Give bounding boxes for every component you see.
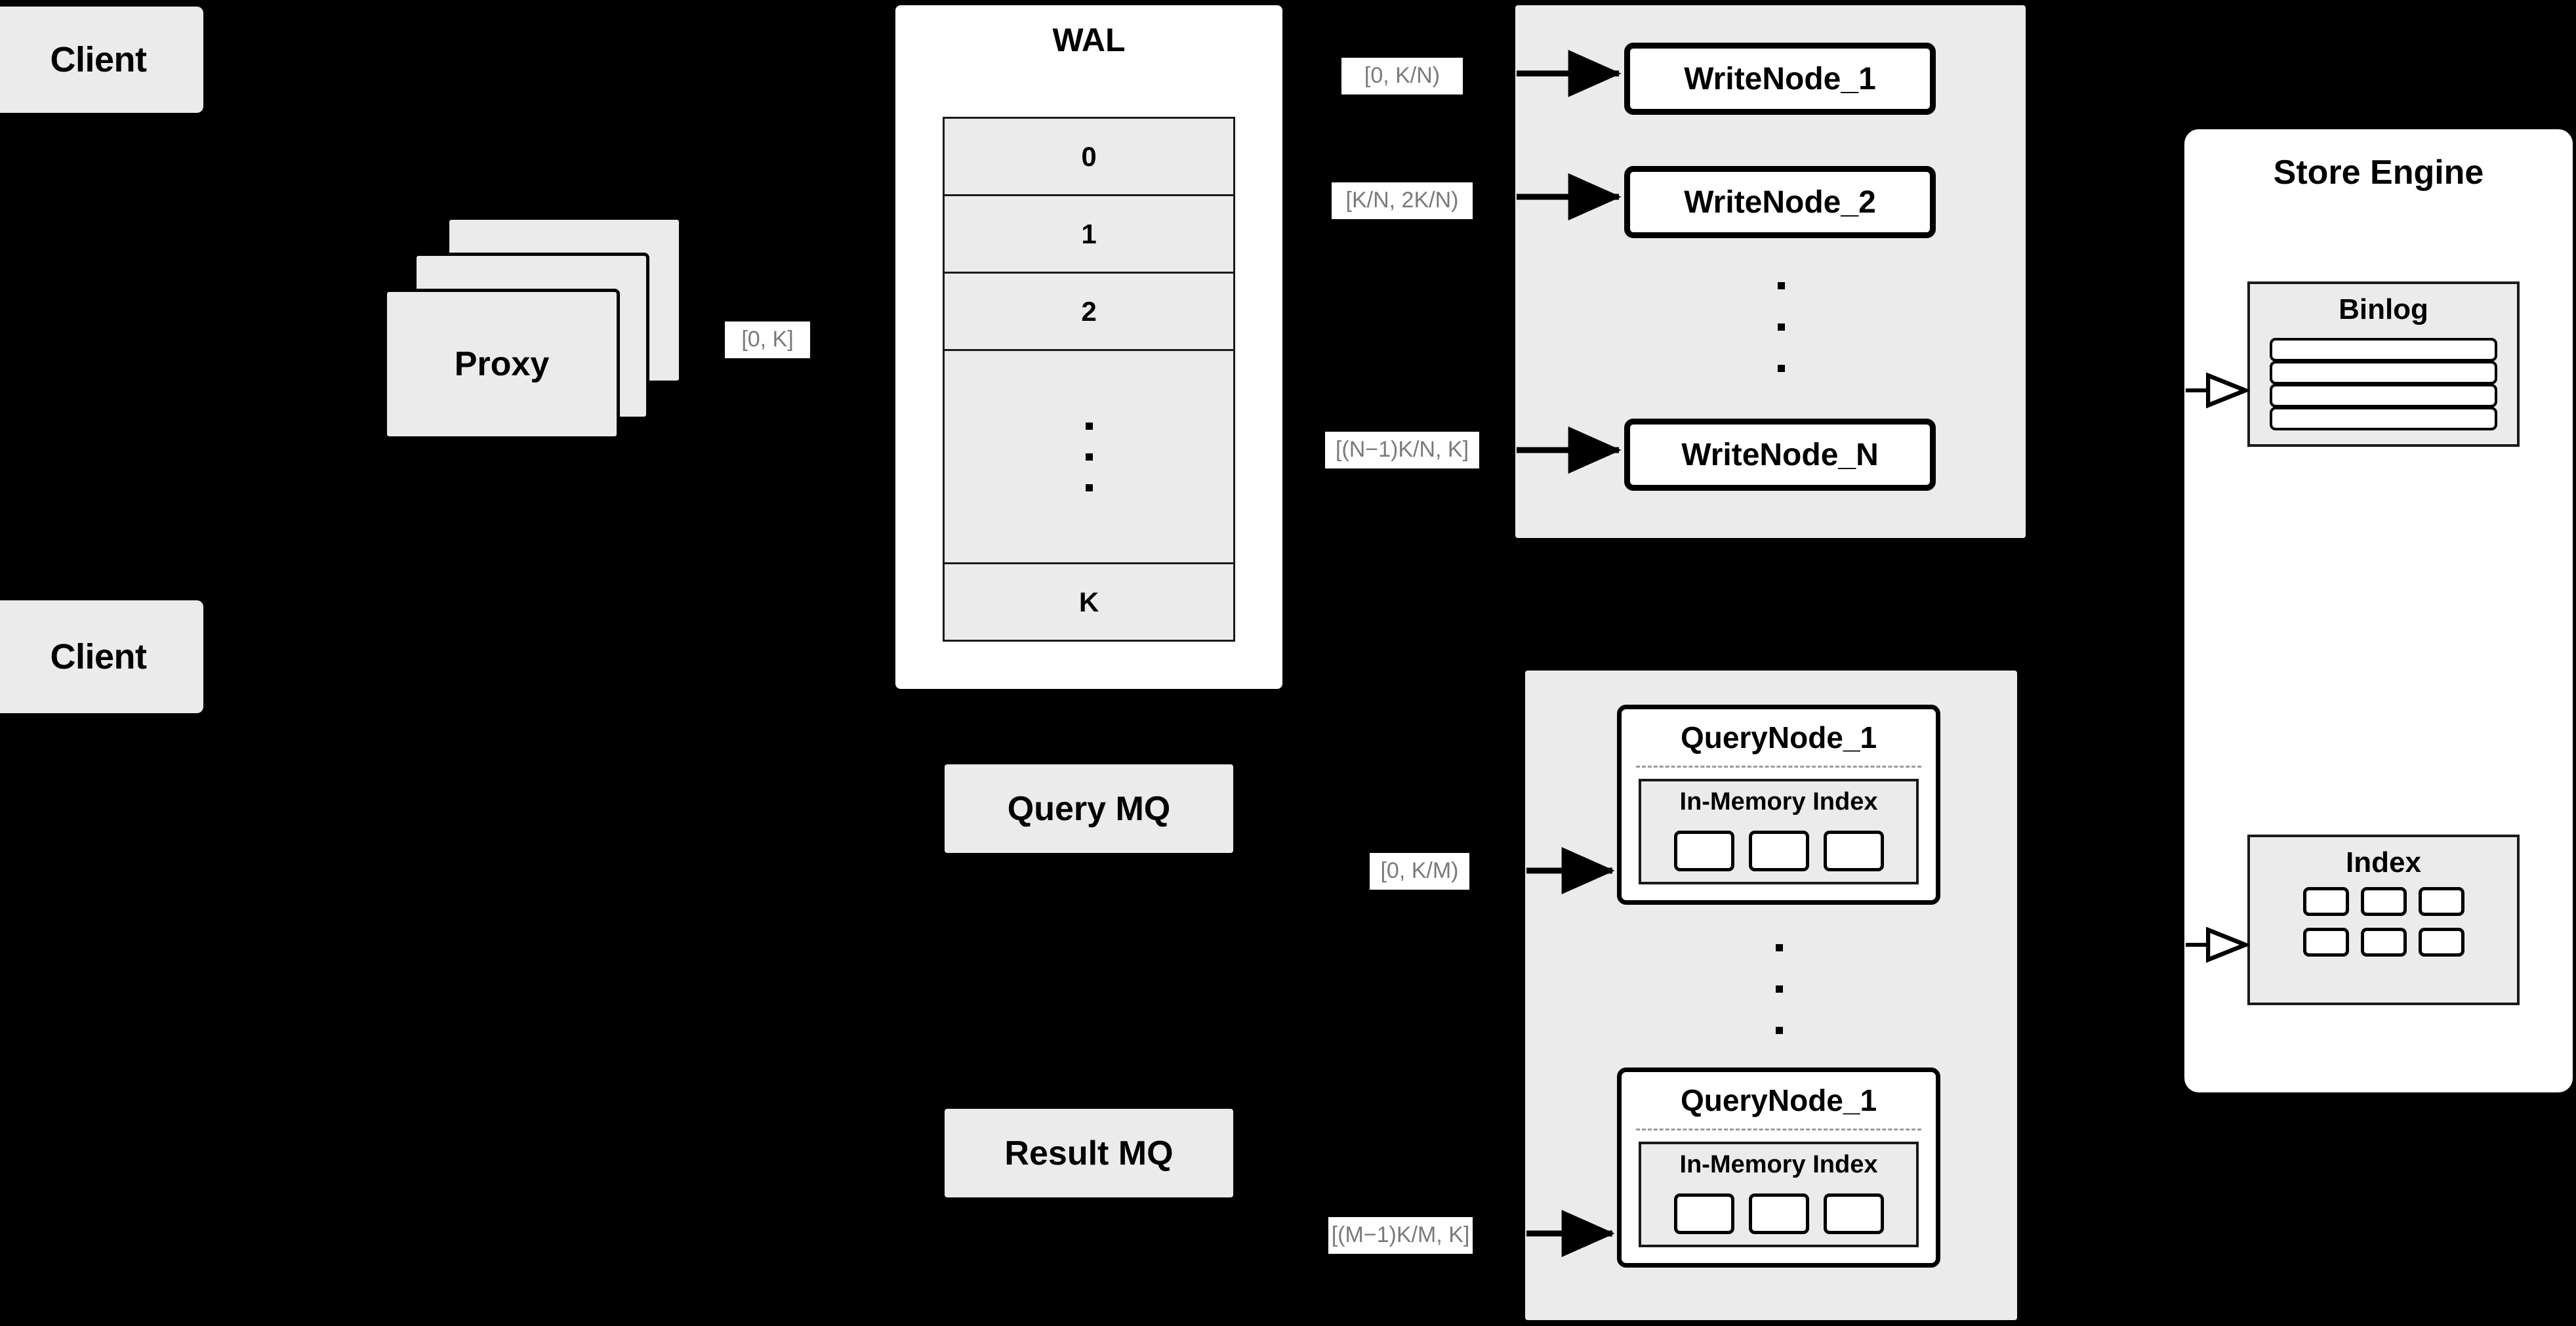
write-node-1-label: WriteNode_1 bbox=[1684, 61, 1876, 96]
wal-table: 0 1 2 K bbox=[943, 117, 1235, 642]
query-node-vertical-ellipsis-icon bbox=[1730, 926, 1828, 1051]
in-memory-index-2-chips bbox=[1641, 1193, 1916, 1234]
proxy-box: Proxy bbox=[384, 289, 620, 440]
store-engine-panel: Store Engine Binlog Index bbox=[2184, 129, 2573, 1092]
binlog-row bbox=[2270, 361, 2497, 384]
index-cell bbox=[2302, 928, 2349, 957]
query-node-1-divider bbox=[1636, 766, 1921, 768]
index-chip bbox=[1673, 831, 1734, 871]
query-node-2-label: QueryNode_1 bbox=[1680, 1083, 1877, 1117]
client-label-2: Client bbox=[50, 637, 147, 676]
query-node-1: QueryNode_1 In-Memory Index bbox=[1617, 705, 1940, 905]
wal-title: WAL bbox=[1052, 22, 1126, 58]
index-cell bbox=[2418, 928, 2464, 957]
client-box-2: Client bbox=[0, 600, 203, 713]
write-node-group-panel: WriteNode_1 WriteNode_2 WriteNode_N bbox=[1515, 5, 2026, 538]
binlog-rows bbox=[2270, 338, 2497, 430]
edge-label-query-node-2: [(M−1)K/M, K] bbox=[1328, 1217, 1473, 1254]
store-engine-title: Store Engine bbox=[2273, 154, 2484, 192]
edge-label-write-node-2: [K/N, 2K/N) bbox=[1332, 182, 1473, 219]
in-memory-index-1-title: In-Memory Index bbox=[1679, 788, 1878, 816]
edge-label-write-node-1: [0, K/N) bbox=[1341, 58, 1463, 94]
edge-label-proxy-to-wal: [0, K] bbox=[725, 321, 810, 358]
write-node-n: WriteNode_N bbox=[1624, 419, 1936, 491]
query-mq-box: Query MQ bbox=[945, 764, 1233, 853]
binlog-row bbox=[2270, 407, 2497, 430]
wal-vertical-ellipsis-icon bbox=[1085, 422, 1093, 491]
wal-panel: WAL 0 1 2 K bbox=[895, 5, 1282, 689]
wal-row: K bbox=[1078, 586, 1099, 617]
wal-row: 1 bbox=[945, 196, 1233, 274]
proxy-label: Proxy bbox=[454, 345, 550, 383]
index-chip bbox=[1748, 1193, 1809, 1234]
write-node-2-label: WriteNode_2 bbox=[1684, 184, 1876, 220]
in-memory-index-1-chips bbox=[1641, 831, 1916, 871]
index-chip bbox=[1823, 1193, 1884, 1234]
binlog-box: Binlog bbox=[2247, 281, 2520, 447]
index-cell bbox=[2418, 887, 2464, 916]
index-grid bbox=[2250, 887, 2517, 957]
index-cell bbox=[2302, 887, 2349, 916]
wal-row: 2 bbox=[945, 274, 1233, 351]
wal-row-ellipsis bbox=[945, 351, 1233, 564]
query-node-1-label: QueryNode_1 bbox=[1680, 720, 1877, 755]
index-chip bbox=[1748, 831, 1809, 871]
index-title: Index bbox=[2346, 846, 2421, 879]
query-node-group-panel: QueryNode_1 In-Memory Index QueryNode_1 … bbox=[1525, 671, 2017, 1320]
binlog-row bbox=[2270, 384, 2497, 407]
in-memory-index-2-title: In-Memory Index bbox=[1679, 1151, 1878, 1178]
wal-row: 0 bbox=[945, 119, 1233, 196]
client-label-1: Client bbox=[50, 40, 147, 79]
write-node-2: WriteNode_2 bbox=[1624, 166, 1936, 238]
index-chip bbox=[1823, 831, 1884, 871]
write-node-1: WriteNode_1 bbox=[1624, 43, 1936, 115]
binlog-title: Binlog bbox=[2339, 293, 2428, 325]
index-cell bbox=[2360, 887, 2407, 916]
query-node-2: QueryNode_1 In-Memory Index bbox=[1617, 1067, 1940, 1268]
result-mq-box: Result MQ bbox=[945, 1109, 1233, 1197]
edge-label-query-node-1: [0, K/M) bbox=[1370, 853, 1469, 890]
edge-label-write-node-n: [(N−1)K/N, K] bbox=[1325, 432, 1479, 468]
query-node-2-divider bbox=[1636, 1129, 1921, 1130]
index-cell bbox=[2360, 928, 2407, 957]
write-node-vertical-ellipsis-icon bbox=[1732, 264, 1830, 389]
in-memory-index-1: In-Memory Index bbox=[1639, 779, 1919, 884]
result-mq-label: Result MQ bbox=[1004, 1134, 1174, 1172]
client-box-1: Client bbox=[0, 7, 203, 113]
in-memory-index-2: In-Memory Index bbox=[1639, 1142, 1919, 1247]
query-mq-label: Query MQ bbox=[1007, 789, 1171, 828]
index-chip bbox=[1673, 1193, 1734, 1234]
binlog-row bbox=[2270, 338, 2497, 362]
index-box: Index bbox=[2247, 835, 2520, 1005]
write-node-n-label: WriteNode_N bbox=[1681, 437, 1879, 472]
